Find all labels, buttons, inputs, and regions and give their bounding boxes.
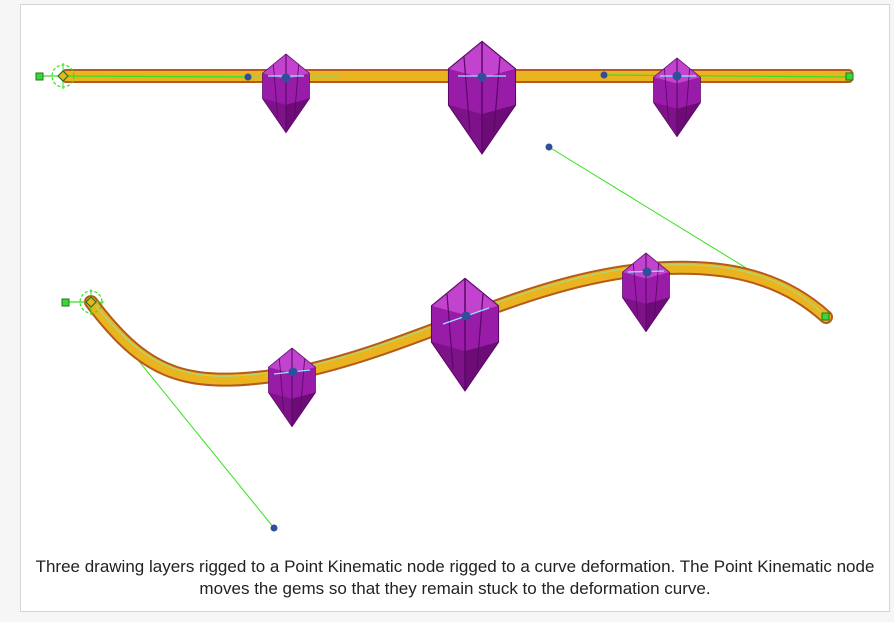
bent-curve-example <box>61 143 833 532</box>
figure-caption: Three drawing layers rigged to a Point K… <box>35 557 875 598</box>
control-point-icon <box>35 72 44 81</box>
control-point-icon <box>642 267 652 277</box>
control-point-icon <box>845 72 854 81</box>
control-point-icon <box>545 143 553 151</box>
control-point-icon <box>477 72 487 82</box>
control-point-icon <box>244 73 252 81</box>
gem-icon <box>262 53 310 133</box>
control-point-icon <box>600 71 608 79</box>
control-point-icon <box>821 312 830 321</box>
control-point-icon <box>672 71 682 81</box>
gem-icon <box>430 277 500 392</box>
gem-icon <box>447 40 517 155</box>
control-point-icon <box>61 298 70 307</box>
straight-curve-example <box>35 40 854 155</box>
deformation-illustration <box>35 40 854 532</box>
control-point-icon <box>288 367 298 377</box>
control-point-icon <box>281 73 291 83</box>
control-point-icon <box>461 311 471 321</box>
gem-icon <box>268 347 316 427</box>
control-point-icon <box>270 524 278 532</box>
